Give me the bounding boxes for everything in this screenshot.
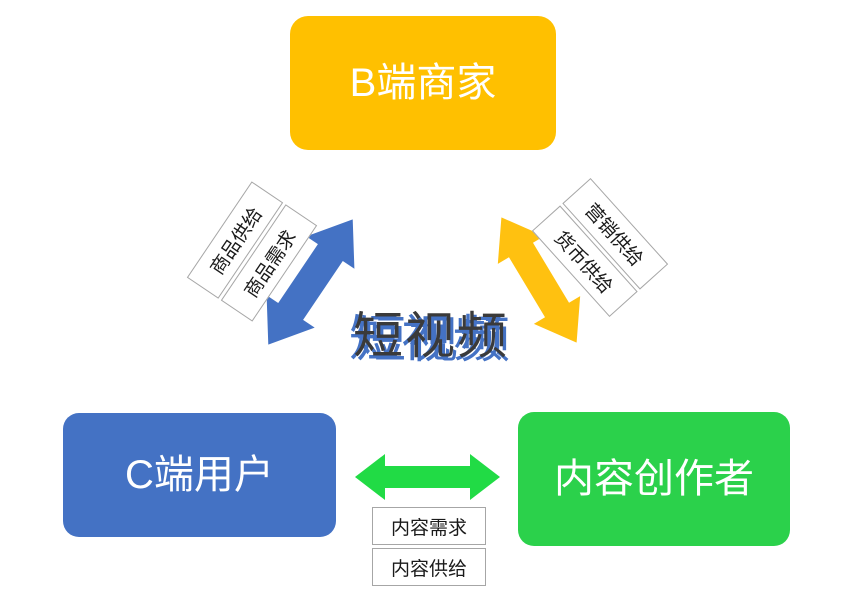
node-content-creators-label: 内容创作者 <box>554 457 754 501</box>
node-c-users: C端用户 <box>63 413 336 537</box>
node-c-users-label: C端用户 <box>125 453 274 497</box>
double-arrow-shape <box>355 454 500 500</box>
edge-tags-users-creators: 内容需求 内容供给 <box>372 507 486 586</box>
arrow-merchants-users-icon <box>266 219 355 345</box>
node-b-merchants: B端商家 <box>290 16 556 150</box>
arrow-merchants-creators-icon <box>497 217 581 343</box>
node-content-creators: 内容创作者 <box>518 412 790 546</box>
node-b-merchants-label: B端商家 <box>349 61 497 105</box>
center-title: 短视频 <box>353 308 509 364</box>
tag-content-supply: 内容供给 <box>372 548 486 586</box>
arrow-users-creators-icon <box>355 454 500 500</box>
double-arrow-shape <box>266 219 355 345</box>
double-arrow-shape <box>497 217 581 343</box>
tag-content-demand: 内容需求 <box>372 507 486 545</box>
